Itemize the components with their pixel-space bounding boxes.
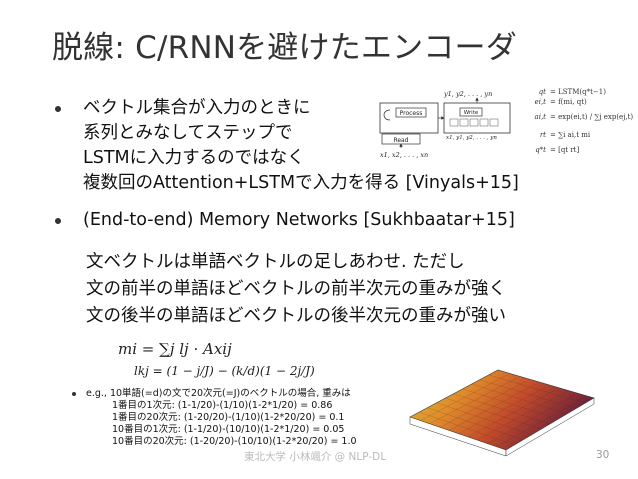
equation-lhs: rt bbox=[539, 131, 546, 139]
example-line: 1番目の1次元: (1-1/20)-(1/10)(1-2*1/20) = 0.8… bbox=[112, 400, 333, 411]
formula-l: lkj = (1 − j/J) − (k/d)(1 − 2j/J) bbox=[134, 364, 315, 378]
paragraph-line: 文の後半の単語ほどベクトルの後半次元の重みが強い bbox=[86, 306, 506, 326]
write-label: Write bbox=[464, 110, 479, 116]
weight-surface-plot bbox=[409, 369, 595, 457]
write-block bbox=[443, 102, 511, 134]
example-line: 10番目の1次元: (1-1/20)-(10/10)(1-2*1/20) = 0… bbox=[112, 424, 345, 435]
equation-rhs: = LSTM(q*t−1) bbox=[550, 88, 606, 96]
paragraph-line: 文の前半の単語ほどベクトルの前半次元の重みが強く bbox=[86, 279, 506, 299]
read-label: Read bbox=[393, 137, 408, 144]
equation-rhs: = [qt rt] bbox=[550, 146, 580, 154]
example-line: 1番目の20次元: (1-20/20)-(1/10)(1-2*20/20) = … bbox=[112, 412, 345, 423]
equation-rhs: = exp(ei,t) / ∑j exp(ej,t) bbox=[550, 113, 634, 121]
box-front-right bbox=[505, 397, 595, 457]
bullet-dot bbox=[55, 218, 61, 224]
explanation-paragraph: 文ベクトルは単語ベクトルの足しあわせ. ただし 文の前半の単語ほどベクトルの前半… bbox=[86, 249, 506, 330]
footer-credit: 東北大学 小林颯介 @ NLP-DL bbox=[244, 451, 387, 463]
bullet-line: (End-to-end) Memory Networks [Sukhbaatar… bbox=[83, 210, 515, 230]
equation-lhs: qt bbox=[538, 88, 546, 96]
bullet-memory-networks: (End-to-end) Memory Networks [Sukhbaatar… bbox=[55, 208, 515, 233]
process-block bbox=[379, 102, 439, 134]
formula-m: mi = ∑j lj · Axij bbox=[118, 340, 232, 358]
input-sequence-label: x1, x2, . . . , xn bbox=[380, 151, 428, 159]
bullet-line: LSTMに入力するのではなく bbox=[83, 148, 305, 168]
decoder-input-label: x1, y1, y2, . . . , yn bbox=[446, 135, 497, 141]
read-process-write-diagram: y1, y2, . . . , yn Process Read Write x1… bbox=[379, 90, 511, 159]
loop-arrow bbox=[383, 109, 391, 121]
example-line: 10番目の20次元: (1-20/20)-(10/10)(1-2*20/20) … bbox=[112, 436, 357, 447]
bullet-vinyals: ベクトル集合が入力のときに 系列とみなしてステップで LSTMに入力するのではな… bbox=[55, 96, 519, 196]
equation-lhs: ei,t bbox=[534, 98, 546, 106]
equation-lhs: ai,t bbox=[534, 113, 546, 121]
output-sequence-label: y1, y2, . . . , yn bbox=[443, 90, 492, 98]
surface bbox=[409, 369, 595, 451]
process-box bbox=[395, 107, 427, 118]
surface-grid bbox=[418, 374, 586, 448]
write-box bbox=[459, 107, 483, 117]
bullet-dot bbox=[72, 392, 76, 396]
bullet-line: ベクトル集合が入力のときに bbox=[83, 98, 311, 118]
paragraph-line: 文ベクトルは単語ベクトルの足しあわせ. ただし bbox=[86, 252, 465, 272]
bullet-dot bbox=[55, 106, 61, 112]
page-number: 30 bbox=[596, 449, 610, 461]
bullet-line: 複数回のAttention+LSTMで入力を得る [Vinyals+15] bbox=[83, 173, 519, 193]
equation-lhs: q*t bbox=[535, 146, 546, 154]
process-label: Process bbox=[400, 110, 423, 117]
equation-rhs: = ∑i ai,t mi bbox=[550, 131, 591, 139]
slide-title: 脱線: C/RNNを避けたエンコーダ bbox=[52, 30, 517, 66]
equation-rhs: = f(mi, qt) bbox=[550, 98, 587, 106]
write-cells bbox=[449, 118, 499, 127]
bullet-line: 系列とみなしてステップで bbox=[83, 123, 293, 143]
example-list: e.g., 10単語(=d)の文で20次元(=J)のベクトルの場合, 重みは 1… bbox=[72, 388, 357, 448]
example-line: e.g., 10単語(=d)の文で20次元(=J)のベクトルの場合, 重みは bbox=[86, 388, 351, 399]
